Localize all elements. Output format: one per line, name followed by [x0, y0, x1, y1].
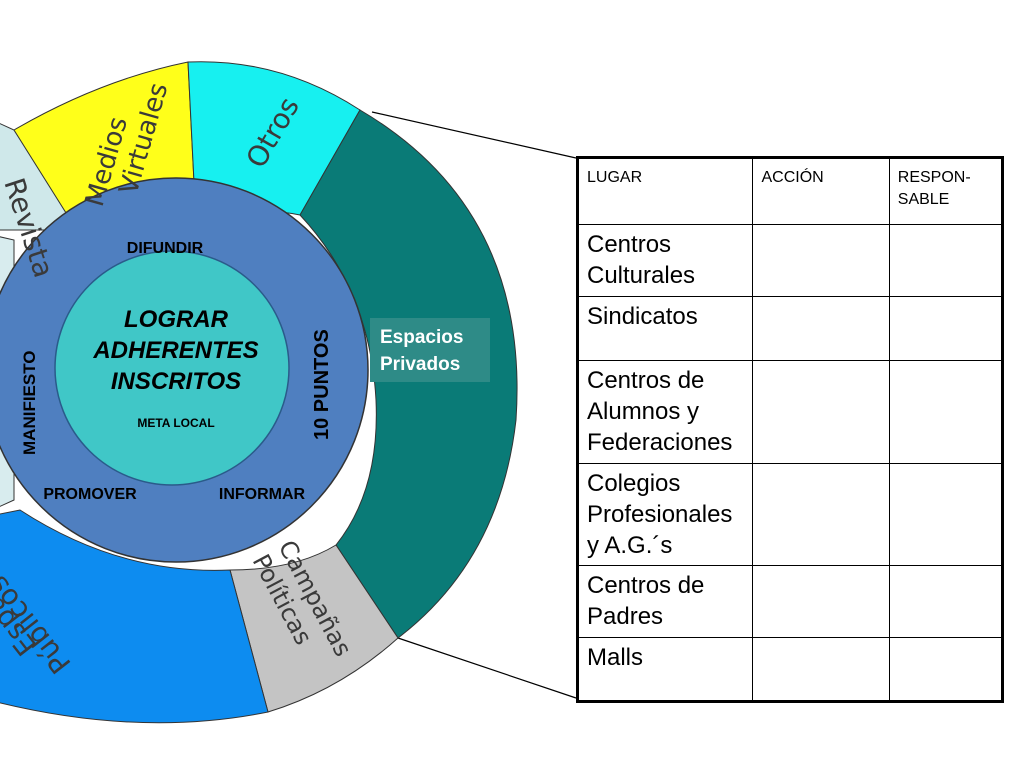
espacios-privados-line1: Espacios	[380, 327, 464, 348]
espacios-privados-label: Espacios Privados	[370, 318, 490, 382]
lugar-text: Padres	[587, 603, 664, 630]
accion-cell	[752, 463, 890, 566]
connector-line-bottom	[397, 637, 577, 699]
lugar-text: Sindicatos	[587, 303, 698, 330]
table-row: Sindicatos	[576, 296, 1004, 361]
lugar-cell: Centros Culturales	[576, 224, 754, 297]
header-lugar: LUGAR	[576, 157, 754, 225]
header-responsable: RESPON- SABLE	[888, 157, 1004, 225]
lugar-text: Federaciones	[587, 429, 733, 456]
header-responsable-line2: SABLE	[897, 191, 950, 208]
lugar-text: Alumnos y	[587, 398, 700, 425]
responsable-cell	[888, 296, 1004, 361]
lugar-text: Colegios	[587, 470, 681, 497]
lugar-text: Centros de	[587, 572, 705, 599]
center-label-inscritos: INSCRITOS	[111, 368, 241, 395]
ring-label-manifiesto: MANIFIESTO	[20, 350, 39, 455]
lugar-cell: Centros de Alumnos y Federaciones	[576, 360, 754, 464]
accion-cell	[752, 296, 890, 361]
responsable-cell	[888, 637, 1004, 702]
table-row: Colegios Profesionales y A.G.´s	[576, 463, 1004, 566]
table-row: Centros de Alumnos y Federaciones	[576, 360, 1004, 464]
header-accion: ACCIÓN	[752, 157, 890, 225]
lugar-text: Centros de	[587, 367, 705, 394]
lugar-cell: Colegios Profesionales y A.G.´s	[576, 463, 754, 566]
center-label-meta-local: META LOCAL	[137, 416, 214, 430]
lugar-text: Culturales	[587, 262, 696, 289]
center-circle	[54, 250, 290, 486]
lugar-text: y A.G.´s	[587, 532, 673, 559]
lugar-cell: Centros de Padres	[576, 565, 754, 638]
table-row: Malls	[576, 637, 1004, 702]
lugar-text: Centros	[587, 231, 672, 258]
responsable-cell	[888, 224, 1004, 297]
ring-label-informar: INFORMAR	[219, 486, 306, 503]
lugar-accion-table: LUGAR ACCIÓN RESPON- SABLE Centros Cultu…	[576, 156, 1004, 703]
lugar-cell: Malls	[576, 637, 754, 702]
ring-label-10-puntos: 10 PUNTOS	[311, 329, 333, 440]
lugar-text: Profesionales	[587, 501, 733, 528]
accion-cell	[752, 360, 890, 464]
responsable-cell	[888, 360, 1004, 464]
table-row: Centros Culturales	[576, 224, 1004, 297]
center-label-lograr: LOGRAR	[124, 306, 229, 333]
lugar-text: Malls	[587, 644, 644, 671]
header-responsable-line1: RESPON-	[897, 169, 971, 186]
espacios-privados-line2: Privados	[380, 354, 461, 375]
table-header-row: LUGAR ACCIÓN RESPON- SABLE	[576, 157, 1004, 225]
connector-line-top	[371, 111, 577, 159]
accion-cell	[752, 637, 890, 702]
responsable-cell	[888, 565, 1004, 638]
lugar-cell: Sindicatos	[576, 296, 754, 361]
responsable-cell	[888, 463, 1004, 566]
accion-cell	[752, 224, 890, 297]
ring-label-promover: PROMOVER	[43, 486, 137, 503]
segment-espacios-publicos	[0, 509, 269, 724]
ring-label-difundir: DIFUNDIR	[127, 240, 204, 257]
accion-cell	[752, 565, 890, 638]
center-label-adherentes: ADHERENTES	[92, 337, 258, 364]
table-row: Centros de Padres	[576, 565, 1004, 638]
